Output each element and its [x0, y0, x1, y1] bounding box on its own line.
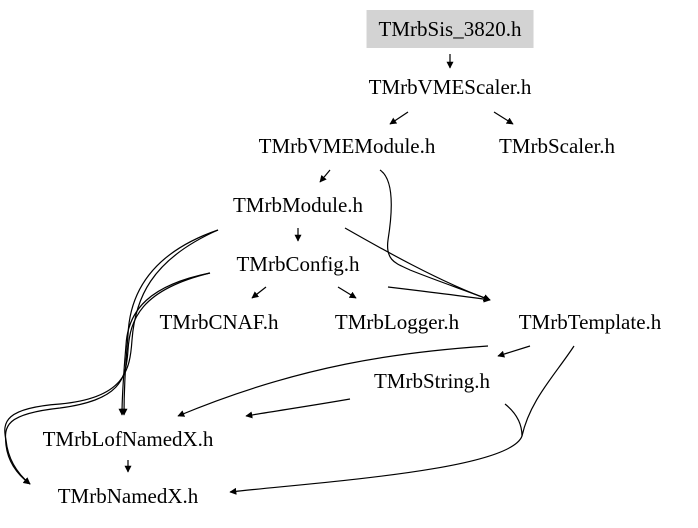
- edge-vmemodule-module: [319, 169, 331, 183]
- node-cnaf[interactable]: TMrbCNAF.h: [159, 310, 279, 334]
- edge-module-lofnamedx: [120, 229, 219, 416]
- edge-string-lofnamedx: [245, 398, 351, 419]
- edge-module-namedx: [4, 229, 219, 485]
- edge-template-lofnamedx: [177, 345, 489, 417]
- node-lof-named-x[interactable]: TMrbLofNamedX.h: [42, 427, 214, 451]
- node-scaler[interactable]: TMrbScaler.h: [498, 134, 616, 158]
- node-config[interactable]: TMrbConfig.h: [236, 252, 360, 276]
- edge-vmescaler-vmemodule: [389, 111, 409, 125]
- node-named-x[interactable]: TMrbNamedX.h: [57, 484, 199, 508]
- edge-vmescaler-scaler: [493, 111, 514, 125]
- edge-config-namedx: [4, 272, 211, 485]
- edge-config-lofnamedx: [118, 272, 211, 416]
- node-logger[interactable]: TMrbLogger.h: [334, 310, 460, 334]
- node-vme-module[interactable]: TMrbVMEModule.h: [258, 134, 436, 158]
- edge-template-string: [497, 345, 531, 358]
- edge-module-template: [344, 227, 491, 302]
- node-module[interactable]: TMrbModule.h: [232, 193, 364, 217]
- edge-vmemodule-template: [379, 169, 491, 301]
- edge-string-namedx: [504, 403, 523, 437]
- edge-config-template: [387, 286, 491, 303]
- node-template[interactable]: TMrbTemplate.h: [518, 310, 662, 334]
- node-sis-3820[interactable]: TMrbSis_3820.h: [366, 10, 534, 48]
- edge-config-logger: [337, 286, 357, 299]
- node-vme-scaler[interactable]: TMrbVMEScaler.h: [368, 75, 532, 99]
- edge-template-namedx: [229, 345, 575, 495]
- node-string[interactable]: TMrbString.h: [373, 369, 491, 393]
- edge-config-cnaf: [251, 286, 267, 299]
